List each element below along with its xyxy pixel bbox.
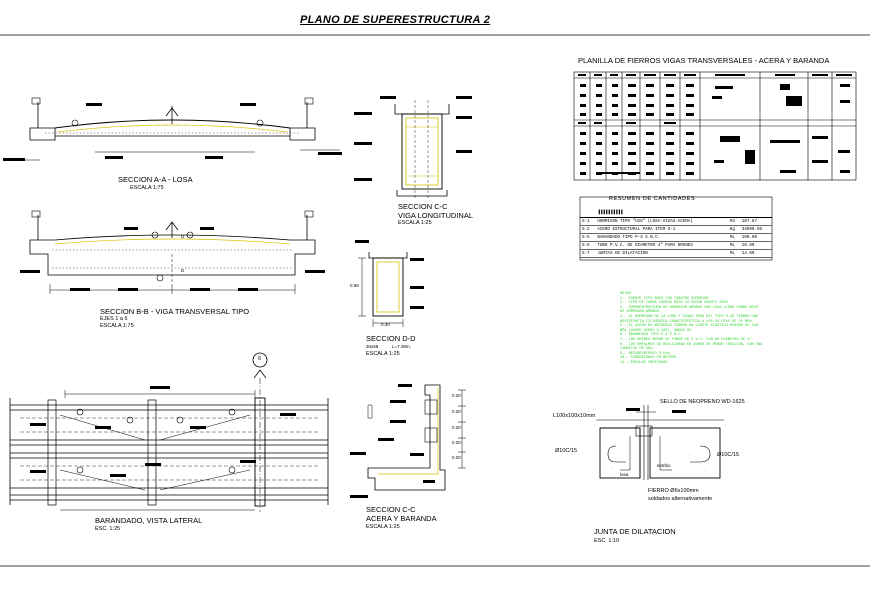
resumen-code: S-6	[580, 241, 596, 250]
junta-losa-label: losa	[620, 472, 629, 477]
resumen-desc: ACERO ESTRUCTURAL PARA ITEM S-1	[595, 225, 728, 234]
junta-angle-label: L100x100x10mm	[553, 413, 596, 419]
note-line: 10.- DIMENSIONES EN METROS.	[620, 356, 679, 361]
seccion-bb-title: SECCION B-B - VIGA TRANSVERSAL TIPO	[100, 307, 250, 316]
note-line: RESISTENCIA CILINDRICA CARACTERISTICA A …	[620, 319, 754, 324]
sheet-title: PLANO DE SUPERESTRUCTURA 2	[300, 14, 491, 26]
barandado-title: BARANDADO, VISTA LATERAL	[95, 516, 203, 525]
seccion-dd-dims: 30x58	[366, 344, 379, 349]
seccion-cc2-sub: ACERA Y BARANDA	[366, 514, 437, 523]
note-line: 8.- LOS EMPALMES SE REALIZARAN EN ZONAS …	[620, 342, 763, 347]
note-line: DE HORMIGON ARMADO.	[620, 310, 661, 315]
resumen-unit: Kg	[727, 225, 740, 234]
seccion-dd-drawing	[358, 252, 408, 327]
resumen-desc: BARANDADO TIPO P-3 S.N.C.	[595, 233, 728, 242]
note-line: LONGITUD DE 50d.	[620, 347, 655, 352]
resumen-desc: TUBO P.V.C. DE DIAMETRO 4" PARA DRENES	[595, 241, 728, 250]
junta-soldados-label: soldados alternativamente	[648, 496, 713, 502]
seccion-dd-scale: ESCALA 1:25	[366, 351, 400, 357]
note-line: 5.- EL ACERO DE REFUERZO TENDRA UN LIMIT…	[620, 324, 759, 329]
resumen-table: ▐▐▐▐▐▐▐▐▐▐ S-1 HORMIGON TIPO "H25" (LOSA…	[580, 208, 772, 258]
notes-block: NOTAS 1.- PUENTE TIPO ARCO CON TABLERO S…	[620, 292, 762, 366]
barandado-drawing	[9, 352, 329, 512]
junta-scale: ESC. 1:10	[594, 538, 620, 544]
seccion-cc2-scale: ESCALA 1:25	[366, 524, 400, 530]
barandado-scale: ESC. 1:25	[95, 526, 121, 532]
junta-sello-label: SELLO DE NEOPRENO WD-1625	[660, 399, 745, 405]
note-line: 7.- LOS DRENES SERAN DE TUBOS DE P.V.C. …	[620, 337, 754, 342]
resumen-qty: 14.60	[739, 249, 772, 258]
note-line: 11.- ESCALAS INDICADAS.	[620, 360, 670, 365]
seccion-dd-width: 0.30	[381, 322, 390, 327]
resumen-qty: 34999.95	[739, 225, 772, 234]
seccion-cc1-sub: VIGA LONGITUDINAL	[398, 211, 474, 220]
barandado-axis-label: 6	[258, 356, 262, 362]
resumen-desc: HORMIGON TIPO "H25" (LOSA-VIGAS-ACERA)	[595, 217, 728, 226]
table-header-row: ▐▐▐▐▐▐▐▐▐▐	[580, 208, 772, 218]
planilla-cells	[578, 74, 852, 175]
table-row: S-2 ACERO ESTRUCTURAL PARA ITEM S-1 Kg 3…	[580, 225, 772, 234]
seccion-cc2-dim-1: 0.20	[452, 393, 461, 398]
resumen-code: S-7	[580, 249, 596, 258]
table-row: S-7 JUNTAS DE DILATACION ML 14.60	[580, 249, 772, 258]
seccion-bb-scale: ESCALA 1:75	[100, 323, 134, 329]
note-line: 4.- EL HORMIGON DE LA LOSA Y VIGAS SERA …	[620, 314, 759, 319]
note-line: 3.- SUPERESTRUCTURA DE HORMIGON ARMADO C…	[620, 305, 759, 310]
seccion-cc1-title: SECCION C-C	[398, 202, 448, 211]
seccion-aa-drawing	[10, 97, 340, 161]
seccion-bb-drawing	[29, 210, 316, 294]
seccion-aa-scale: ESCALA 1:75	[130, 185, 164, 191]
note-line: MPa (ACERO ACERO A-420), GRADO 60.	[620, 328, 694, 333]
table-row: S-5 BARANDADO TIPO P-3 S.N.C. ML 100.00	[580, 233, 772, 242]
resumen-desc: JUNTAS DE DILATACION	[595, 249, 728, 258]
resumen-qty: 100.00	[739, 233, 772, 242]
junta-fierro-label: FIERRO Ø6x100mm	[648, 488, 699, 494]
planilla-title: PLANILLA DE FIERROS VIGAS TRANSVERSALES …	[578, 56, 830, 65]
junta-drawing	[596, 405, 724, 480]
junta-bar-left-label: Ø10C/15	[555, 448, 578, 454]
resumen-unit: M3	[727, 217, 740, 226]
junta-bar-right-label: Ø10C/15	[717, 452, 740, 458]
resumen-qty: 20.50	[739, 241, 772, 250]
seccion-cc2-title: SECCION C-C	[366, 505, 416, 514]
seccion-cc-acera-drawing	[367, 384, 466, 491]
resumen-code: S-5	[580, 233, 596, 242]
seccion-dd-length: L=7.39m.	[392, 344, 411, 349]
note-line: 2.- TIPO DE CARGA CAMION HS20-44 SEGUN A…	[620, 301, 730, 306]
planilla-table	[573, 71, 857, 181]
note-line: 9.- RECUBRIMIENTO 2,5cm.	[620, 351, 672, 356]
seccion-cc1-scale: ESCALA 1:25	[398, 220, 432, 226]
resumen-qty: 107.67	[739, 217, 772, 226]
seccion-cc2-dim-4: 0.20	[452, 440, 461, 445]
table-row: S-1 HORMIGON TIPO "H25" (LOSA-VIGAS-ACER…	[580, 217, 772, 226]
resumen-unit: ML	[727, 233, 740, 242]
resumen-code: S-2	[580, 225, 596, 234]
resumen-title: RESUMEN DE CANTIDADES	[609, 196, 696, 202]
table-row: S-6 TUBO P.V.C. DE DIAMETRO 4" PARA DREN…	[580, 241, 772, 250]
resumen-unit: ML	[727, 241, 740, 250]
seccion-bb-sub: EJES 1 a 6	[100, 316, 128, 322]
junta-estribo-label: estribo	[657, 463, 671, 468]
seccion-cc-viga-drawing	[394, 100, 450, 200]
resumen-code: S-1	[580, 217, 596, 226]
resumen-unit: ML	[727, 249, 740, 258]
seccion-cc2-dim-3: 0.20	[452, 425, 461, 430]
seccion-cc2-dim-2: 0.20	[452, 409, 461, 414]
seccion-aa-title: SECCION A-A - LOSA	[118, 175, 193, 184]
note-line: NOTAS	[620, 292, 631, 296]
seccion-bb-mark-top: D	[181, 234, 185, 239]
seccion-dd-title: SECCION D-D	[366, 334, 416, 343]
junta-title: JUNTA DE DILATACION	[594, 527, 676, 536]
note-line: 6.- BARANDADO TIPO P-3 S.N.C.	[620, 333, 683, 338]
seccion-dd-height: 0.58	[350, 283, 359, 288]
seccion-cc2-dim-5: 0.20	[452, 455, 461, 460]
seccion-bb-mark-bottom: D	[181, 268, 185, 273]
note-line: 1.- PUENTE TIPO ARCO CON TABLERO SUPERIO…	[620, 296, 711, 301]
